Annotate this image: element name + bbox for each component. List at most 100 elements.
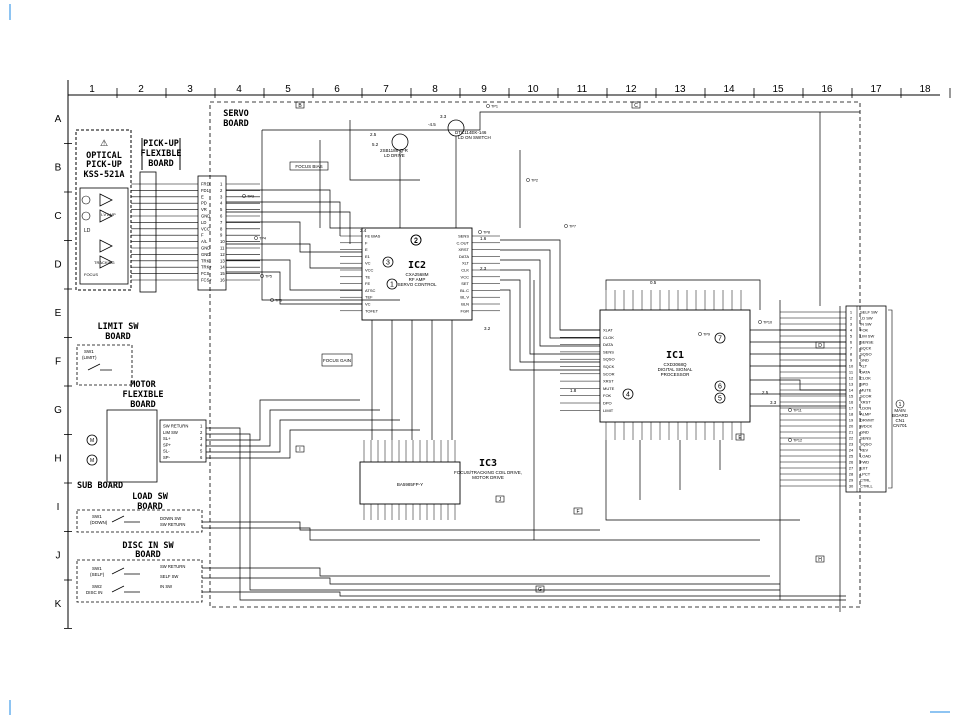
svg-text:M: M — [90, 458, 94, 464]
voltage-label: -4.5 — [428, 122, 436, 127]
row-label: K — [55, 599, 62, 610]
pickup-model: KSS-521A — [84, 170, 125, 180]
ic1-block: IC1 CXD3068Q DIGITAL SIGNAL PROCESSOR XL… — [560, 290, 751, 440]
pickup-pin-label: TRK- — [201, 258, 211, 263]
callout-number: 2 — [414, 238, 418, 245]
col-label: 2 — [138, 84, 144, 95]
ic2-pin-right: BLN — [461, 302, 469, 307]
ic2-block: IC2 CXA2568M RF AMP SERVO CONTROL 2 FE B… — [340, 227, 500, 321]
marker-box — [573, 507, 583, 515]
ic1-pin-left: LIMIT — [603, 408, 614, 413]
callout-circle — [382, 256, 394, 268]
cn-pin-label: WDCK — [860, 424, 873, 429]
ic2-pin-right: BL.V — [460, 295, 469, 300]
ic1-pin-left: FOK — [603, 393, 612, 398]
col-label: 5 — [285, 84, 291, 95]
pickup-pin-number: 7 — [220, 220, 223, 225]
cn-pin-number: 8 — [850, 352, 853, 357]
test-point-label: TP8 — [483, 231, 490, 235]
cn-pin-number: 3 — [850, 322, 853, 327]
cn-pin-label: DATA — [860, 370, 870, 375]
test-point-marker — [486, 104, 490, 108]
load-pin-label: SW RETURN — [160, 522, 185, 527]
marker-letter: F — [576, 509, 579, 515]
cn-pin-number: 10 — [849, 364, 854, 369]
test-point-label: TP1 — [491, 105, 498, 109]
test-point-label: TP7 — [569, 225, 576, 229]
motor-pin-label: LIM SW — [163, 430, 178, 435]
cn-pin-number: 21 — [849, 430, 854, 435]
marker-letter: B — [298, 103, 302, 109]
motor-pin-number: 1 — [200, 424, 203, 429]
cn-pin-number: 26 — [849, 460, 854, 465]
cn-pin-label: EXT — [860, 466, 868, 471]
test-point-label: TP12 — [793, 439, 802, 443]
test-point-label: TP2 — [531, 179, 538, 183]
wire — [226, 221, 362, 253]
wire — [500, 279, 600, 363]
cn-pin-number: 12 — [849, 376, 854, 381]
wire — [262, 111, 860, 131]
cn-pin-number: 9 — [850, 358, 853, 363]
q2-part: DTC114EK-146 — [455, 130, 487, 135]
wire — [202, 527, 760, 541]
callout-circle — [714, 380, 726, 392]
row-label: I — [57, 502, 60, 513]
wire — [206, 427, 846, 601]
row-label: J — [56, 551, 61, 562]
focus-gain-label: FOCUS GAIN — [323, 358, 351, 363]
pickup-title-2: PICK-UP — [86, 160, 122, 170]
cn-pin-label: GND — [860, 430, 869, 435]
pickup-pin-label: PD — [201, 201, 207, 206]
cn-pin-label: CLOK — [860, 376, 871, 381]
marker-box — [631, 101, 641, 109]
pickup-pin-number: 15 — [220, 271, 225, 276]
transistors: 2SB1188-Q-R LD DRIVE DTC114EK-146 LD ON … — [380, 119, 491, 158]
test-point-label: TP9 — [703, 333, 710, 337]
col-label: 3 — [187, 84, 193, 95]
voltage-label: 1.6 — [480, 236, 487, 241]
col-label: 18 — [919, 84, 931, 95]
test-point-label: TP5 — [265, 275, 272, 279]
cn-pin-number: 29 — [849, 478, 854, 483]
cn-pin-label: MUTE — [860, 388, 872, 393]
pickup-pin-number: 13 — [220, 258, 225, 263]
cn-pin-label: SQSO — [860, 442, 872, 447]
row-label: D — [54, 260, 61, 271]
wire — [202, 521, 600, 531]
col-label: 7 — [383, 84, 389, 95]
test-point-label: TP4 — [259, 237, 266, 241]
cn-pin-number: 16 — [849, 400, 854, 405]
wire — [226, 189, 362, 229]
col-label: 14 — [723, 84, 735, 95]
ic1-pin-left: DPO — [603, 401, 612, 406]
load-sw-title: LOAD SW — [132, 492, 169, 502]
cn-pin-label: SQCK — [860, 346, 872, 351]
marker-box — [495, 495, 505, 503]
cn-pin-number: 20 — [849, 424, 854, 429]
limit-sw-board: LIMIT SW BOARD SW1 (LIMIT) — [76, 322, 139, 386]
wire — [226, 211, 351, 244]
disc-sw1-name: (SELF) — [90, 572, 105, 577]
cn-pin-number: 7 — [850, 346, 853, 351]
q1-part: 2SB1188-Q-R — [380, 148, 409, 153]
ld-label: LD — [84, 228, 91, 234]
pickup-pin-number: 12 — [220, 252, 225, 257]
iv-amp-label: I-V AMP — [101, 212, 116, 217]
cn-pin-number: 14 — [849, 388, 854, 393]
disc-sw1-ref: SW1 — [92, 566, 102, 571]
cn-pin-label: FOK — [860, 328, 869, 333]
disc-in-sw-title: DISC IN SW — [122, 541, 174, 551]
cn-pin-number: 13 — [849, 382, 854, 387]
ic1-desc1: DIGITAL SIGNAL — [658, 367, 693, 372]
row-label: A — [55, 114, 62, 125]
pickup-pin-number: 1 — [220, 182, 223, 187]
test-point-marker — [788, 438, 792, 442]
cn-pin-label: LOAD — [860, 454, 871, 459]
pickup-pin-number: 3 — [220, 194, 223, 199]
ic2-pin-left: E1 — [365, 254, 371, 259]
pickup-pin-label: FRD — [201, 182, 210, 187]
